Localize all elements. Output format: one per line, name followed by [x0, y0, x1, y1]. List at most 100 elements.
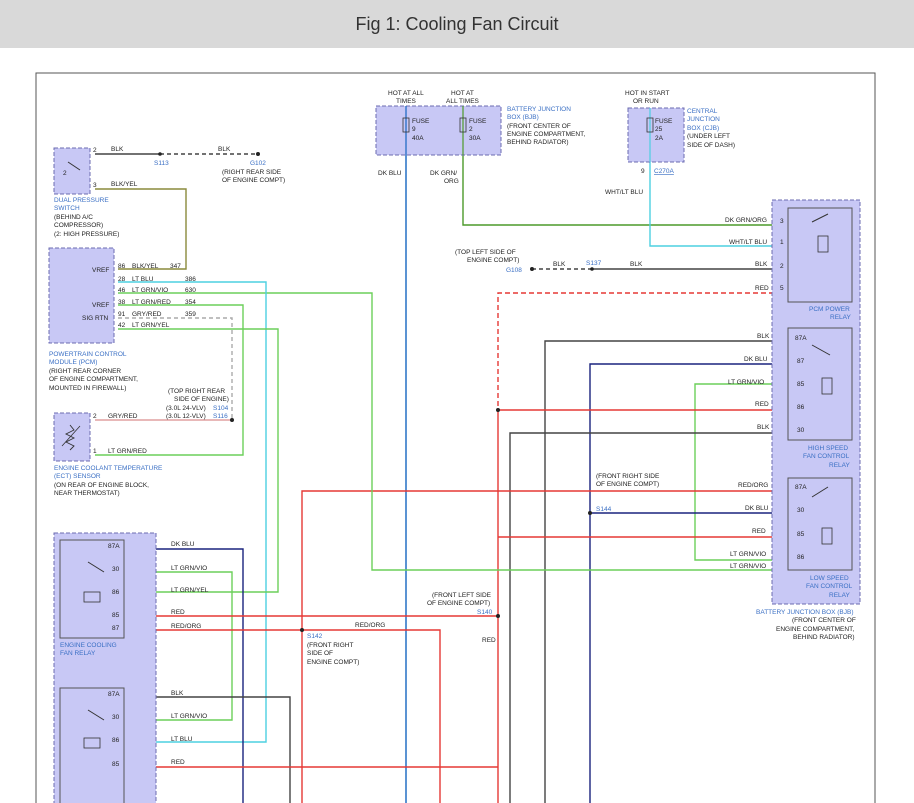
svg-text:(3.0L 12-VLV): (3.0L 12-VLV) [166, 413, 206, 420]
svg-text:85: 85 [797, 531, 805, 538]
bjb-bottom-label: BATTERY JUNCTION BOX (BJB) (FRONT CENTER… [756, 609, 856, 641]
svg-text:ENGINE COMPARTMENT,: ENGINE COMPARTMENT, [507, 131, 585, 138]
svg-text:RELAY: RELAY [830, 314, 851, 321]
svg-text:1: 1 [780, 239, 784, 246]
wire-dkblu-87-hs [589, 363, 790, 803]
svg-text:87A: 87A [108, 691, 120, 698]
bjb-top-box [375, 105, 502, 156]
svg-text:HOT IN START: HOT IN START [625, 90, 669, 97]
svg-text:JUNCTION: JUNCTION [687, 116, 720, 123]
svg-text:SWITCH: SWITCH [54, 205, 80, 212]
svg-text:28: 28 [118, 276, 126, 283]
svg-text:OF ENGINE COMPT): OF ENGINE COMPT) [427, 600, 490, 607]
relay2-pins: 87A BLK 30 LT GRN/VIO 86 LT BLU 85 RED [108, 690, 207, 768]
svg-text:(RIGHT REAR CORNER: (RIGHT REAR CORNER [49, 368, 121, 375]
svg-text:30: 30 [797, 427, 805, 434]
splice-s104 [230, 418, 234, 422]
svg-text:FAN CONTROL: FAN CONTROL [806, 583, 853, 590]
svg-text:OF ENGINE COMPT): OF ENGINE COMPT) [596, 481, 659, 488]
splice-s142 [300, 628, 304, 632]
svg-text:WHT/LT BLU: WHT/LT BLU [605, 189, 643, 196]
wire-dkblu-87a-ecf [130, 548, 244, 803]
svg-text:FUSE: FUSE [469, 118, 487, 125]
svg-text:TIMES: TIMES [396, 98, 417, 105]
svg-text:RED: RED [752, 528, 766, 535]
svg-text:BATTERY JUNCTION: BATTERY JUNCTION [507, 106, 571, 113]
svg-text:RED: RED [755, 285, 769, 292]
page-title: Fig 1: Cooling Fan Circuit [355, 13, 559, 34]
svg-text:LT GRN/VIO: LT GRN/VIO [171, 713, 207, 720]
svg-text:RED: RED [755, 401, 769, 408]
svg-text:SIDE OF DASH): SIDE OF DASH) [687, 142, 735, 149]
fuse9-label: FUSE [412, 118, 430, 125]
svg-text:RED/ORG: RED/ORG [355, 622, 385, 629]
svg-text:WHT/LT BLU: WHT/LT BLU [729, 239, 767, 246]
svg-text:30A: 30A [469, 135, 481, 142]
pcm-relay-pins: 3 DK GRN/ORG 1 WHT/LT BLU 2 BLK 5 RED [725, 217, 784, 292]
svg-text:(2: HIGH PRESSURE): (2: HIGH PRESSURE) [54, 231, 119, 238]
svg-text:RELAY: RELAY [829, 462, 850, 469]
svg-text:S104: S104 [213, 405, 229, 412]
splice-red-upper [496, 408, 500, 412]
svg-text:SIDE OF ENGINE): SIDE OF ENGINE) [174, 396, 229, 403]
svg-text:LT GRN/VIO: LT GRN/VIO [730, 551, 766, 558]
svg-text:(TOP RIGHT REAR: (TOP RIGHT REAR [168, 388, 225, 395]
svg-text:BOX (BJB): BOX (BJB) [507, 114, 539, 121]
svg-text:S144: S144 [596, 506, 612, 513]
wires [95, 153, 790, 803]
svg-text:BLK: BLK [757, 333, 770, 340]
svg-text:RELAY: RELAY [829, 592, 850, 599]
svg-text:MOUNTED IN FIREWALL): MOUNTED IN FIREWALL) [49, 385, 126, 392]
svg-text:RED: RED [171, 609, 185, 616]
hot-label-1: HOT AT ALL [388, 90, 424, 97]
svg-text:86: 86 [112, 589, 120, 596]
wire-blkyel-pcm [95, 188, 187, 270]
svg-text:86: 86 [112, 737, 120, 744]
dps-label: DUAL PRESSURE SWITCH (BEHIND A/C COMPRES… [54, 197, 119, 238]
svg-text:S137: S137 [586, 260, 602, 267]
svg-text:RED/ORG: RED/ORG [171, 623, 201, 630]
engine-cooling-fan-relay [59, 539, 125, 639]
svg-text:ENGINE COOLING: ENGINE COOLING [60, 642, 117, 649]
svg-text:LT GRN/YEL: LT GRN/YEL [132, 322, 170, 329]
svg-text:ENGINE COOLANT TEMPERATURE: ENGINE COOLANT TEMPERATURE [54, 465, 163, 472]
svg-text:42: 42 [118, 322, 126, 329]
svg-text:347: 347 [170, 263, 181, 270]
svg-text:(FRONT RIGHT SIDE: (FRONT RIGHT SIDE [596, 473, 660, 480]
svg-text:MODULE (PCM): MODULE (PCM) [49, 359, 97, 366]
svg-text:G108: G108 [506, 267, 522, 274]
svg-text:COMPRESSOR): COMPRESSOR) [54, 222, 103, 229]
svg-text:(TOP LEFT SIDE OF: (TOP LEFT SIDE OF [455, 249, 516, 256]
svg-text:3: 3 [780, 218, 784, 225]
svg-text:LT GRN/YEL: LT GRN/YEL [171, 587, 209, 594]
top-right-rear-note: (TOP RIGHT REAR SIDE OF ENGINE) (3.0L 24… [166, 388, 229, 420]
svg-text:630: 630 [185, 287, 196, 294]
svg-text:LT GRN/RED: LT GRN/RED [108, 448, 147, 455]
svg-text:SIG RTN: SIG RTN [82, 315, 109, 322]
svg-text:1: 1 [93, 448, 97, 455]
svg-text:DUAL PRESSURE: DUAL PRESSURE [54, 197, 109, 204]
svg-text:(ECT) SENSOR: (ECT) SENSOR [54, 473, 101, 480]
svg-text:(3.0L 24-VLV): (3.0L 24-VLV) [166, 405, 206, 412]
svg-text:BLK/YEL: BLK/YEL [111, 181, 138, 188]
svg-text:GRY/RED: GRY/RED [108, 413, 138, 420]
svg-text:(FRONT RIGHT: (FRONT RIGHT [307, 642, 353, 649]
svg-text:87A: 87A [795, 484, 807, 491]
pcm-label: POWERTRAIN CONTROL MODULE (PCM) (RIGHT R… [49, 351, 138, 392]
high-speed-fan-control-relay [787, 327, 853, 441]
svg-text:LT GRN/VIO: LT GRN/VIO [730, 563, 766, 570]
splice-g108 [530, 267, 534, 271]
cjb-label: CENTRAL JUNCTION BOX (CJB) (UNDER LEFT S… [687, 108, 735, 149]
svg-text:9: 9 [641, 168, 645, 175]
svg-text:LT GRN/VIO: LT GRN/VIO [132, 287, 168, 294]
svg-text:RED: RED [482, 637, 496, 644]
svg-text:NEAR THERMOSTAT): NEAR THERMOSTAT) [54, 490, 120, 497]
svg-text:BEHIND RADIATOR): BEHIND RADIATOR) [507, 139, 569, 146]
svg-text:ALL TIMES: ALL TIMES [446, 98, 480, 105]
svg-text:86: 86 [797, 404, 805, 411]
svg-text:LOW SPEED: LOW SPEED [810, 575, 849, 582]
svg-text:87A: 87A [108, 543, 120, 550]
svg-text:BLK: BLK [755, 261, 768, 268]
diagram-frame [35, 72, 876, 803]
svg-text:S140: S140 [477, 609, 493, 616]
